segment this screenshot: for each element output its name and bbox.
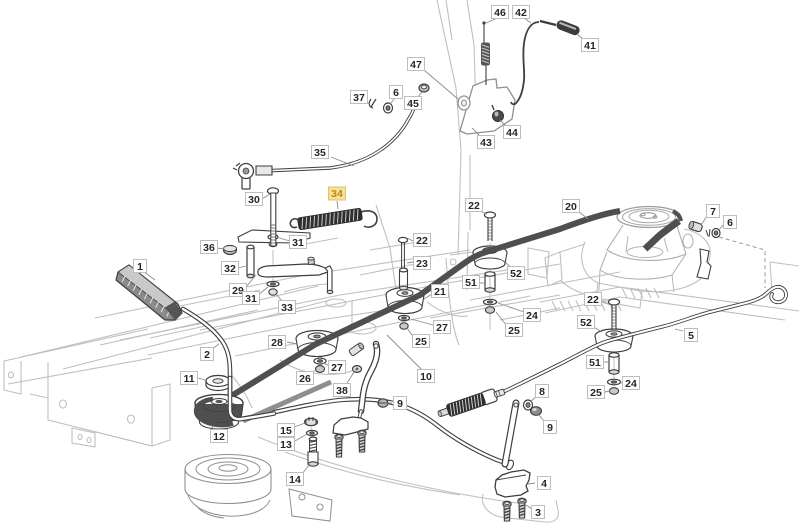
svg-text:22: 22 [587,294,599,306]
svg-text:47: 47 [410,59,422,71]
svg-text:36: 36 [203,242,215,254]
svg-text:26: 26 [299,373,311,385]
svg-text:37: 37 [353,92,365,104]
svg-text:28: 28 [271,337,283,349]
svg-text:21: 21 [434,286,446,298]
svg-text:9: 9 [397,398,403,410]
svg-text:6: 6 [727,217,733,229]
svg-text:3: 3 [535,507,541,519]
svg-text:13: 13 [280,439,292,451]
svg-text:24: 24 [526,310,538,322]
svg-text:43: 43 [480,137,492,149]
svg-text:30: 30 [248,194,260,206]
svg-text:29: 29 [232,285,244,297]
svg-text:32: 32 [224,263,236,275]
svg-text:51: 51 [589,357,601,369]
svg-text:14: 14 [289,474,301,486]
svg-text:1: 1 [137,261,143,273]
svg-text:31: 31 [292,237,304,249]
svg-text:5: 5 [688,330,694,342]
svg-text:44: 44 [506,127,518,139]
svg-text:25: 25 [590,387,602,399]
svg-text:42: 42 [515,7,527,19]
svg-text:23: 23 [416,258,428,270]
svg-text:51: 51 [465,277,477,289]
svg-text:22: 22 [468,200,480,212]
svg-text:8: 8 [539,386,545,398]
svg-text:35: 35 [314,147,326,159]
svg-text:33: 33 [281,302,293,314]
svg-text:22: 22 [416,235,428,247]
svg-text:41: 41 [584,40,596,52]
svg-text:25: 25 [508,325,520,337]
svg-text:6: 6 [393,87,399,99]
svg-text:15: 15 [280,425,292,437]
svg-text:24: 24 [625,378,637,390]
svg-text:2: 2 [204,349,210,361]
svg-text:27: 27 [331,362,343,374]
svg-text:9: 9 [547,422,553,434]
svg-text:11: 11 [183,373,194,385]
svg-text:45: 45 [407,98,419,110]
svg-text:27: 27 [436,322,448,334]
svg-text:46: 46 [494,7,506,19]
svg-text:31: 31 [245,293,257,305]
svg-text:52: 52 [580,317,592,329]
svg-text:20: 20 [565,201,577,213]
svg-text:52: 52 [510,268,522,280]
svg-text:10: 10 [420,371,432,383]
svg-text:25: 25 [415,336,427,348]
svg-text:34: 34 [331,188,343,200]
svg-text:7: 7 [710,206,716,218]
svg-text:38: 38 [336,385,348,397]
svg-text:4: 4 [541,478,547,490]
svg-text:12: 12 [213,431,225,443]
